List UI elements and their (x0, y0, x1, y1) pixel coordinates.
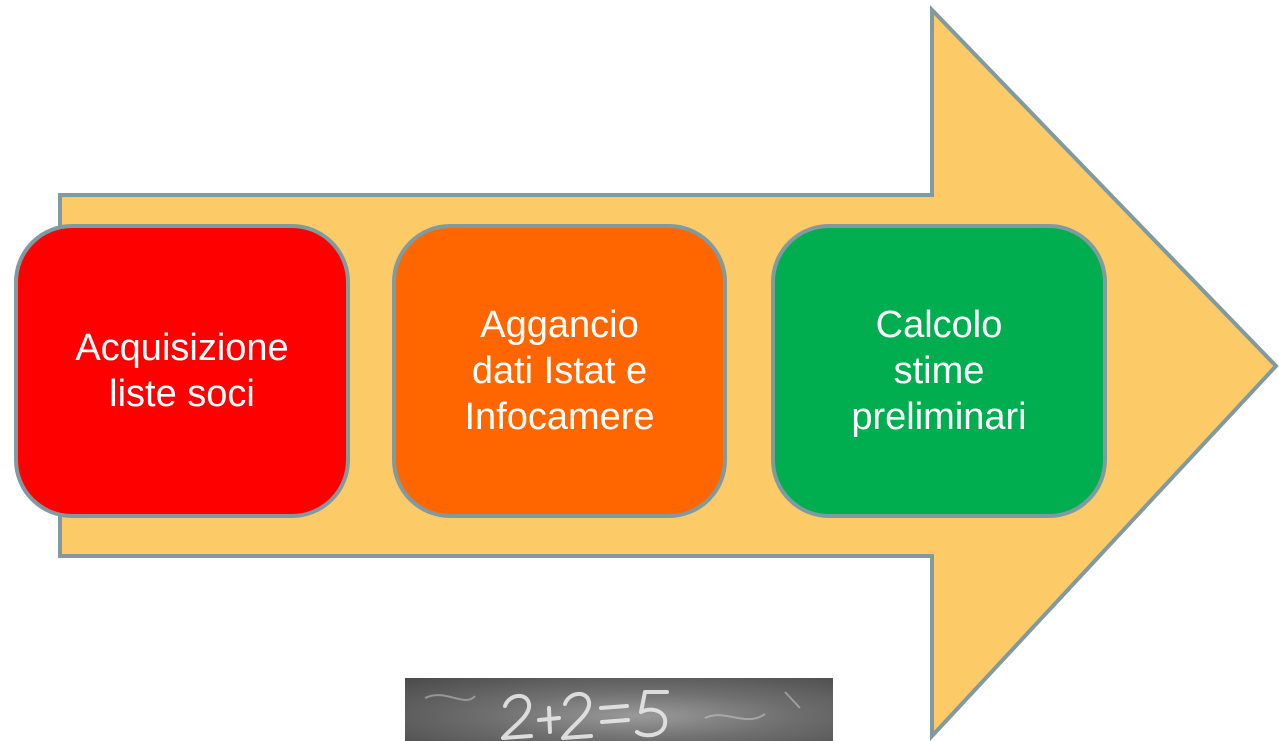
chalk-handwriting-image (424, 690, 801, 740)
step-box-3: Calcolo stime preliminari (771, 224, 1107, 518)
chalkboard-image (405, 678, 833, 741)
step-label: Calcolo stime preliminari (851, 304, 1027, 438)
step-box-1: Acquisizione liste soci (14, 224, 350, 518)
step-label: Acquisizione liste soci (75, 327, 289, 415)
step-label: Aggancio dati Istat e Infocamere (464, 304, 655, 438)
step-box-2: Aggancio dati Istat e Infocamere (392, 224, 727, 518)
